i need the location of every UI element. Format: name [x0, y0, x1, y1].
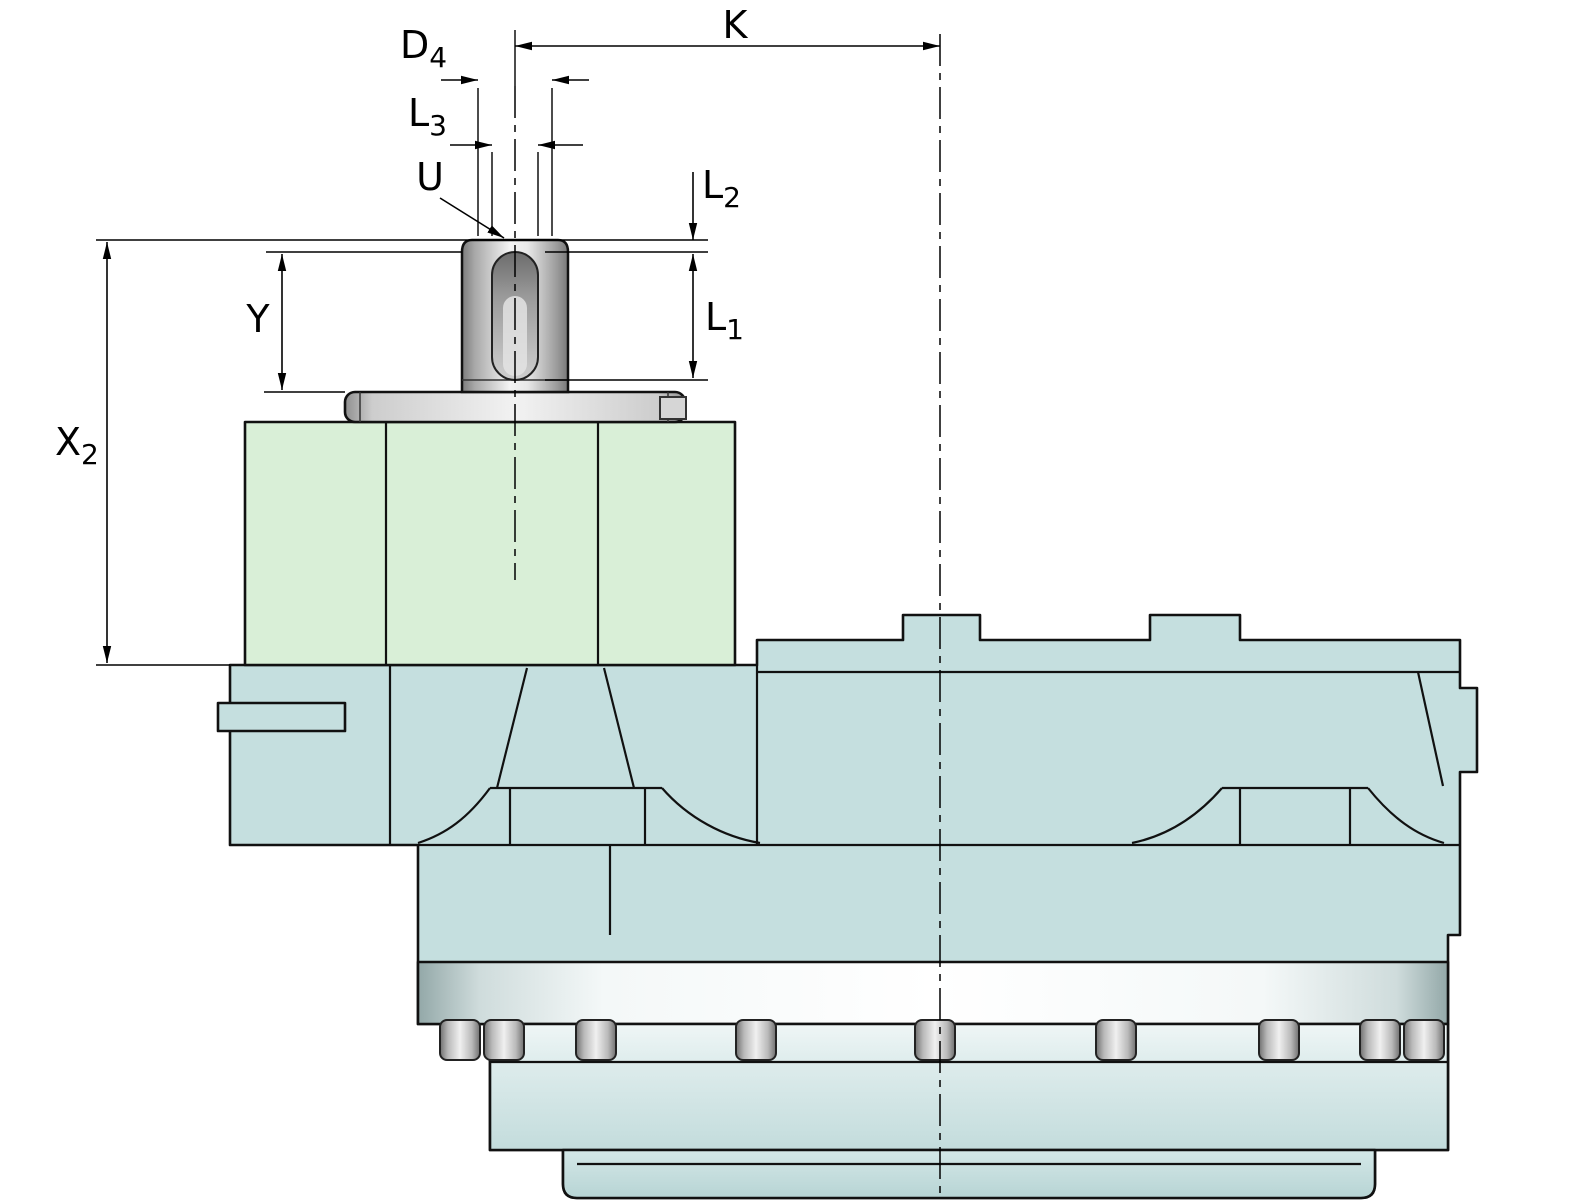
bolt	[1095, 1019, 1137, 1061]
bolt	[1258, 1019, 1300, 1061]
flange-bolts	[439, 1019, 1445, 1061]
dimension-k	[514, 30, 940, 86]
flange-notch	[659, 396, 687, 420]
motor-adapter	[243, 420, 737, 667]
dimension-labels: K D4 L3 U L2 L1 Y X2	[55, 3, 749, 471]
bolt	[483, 1019, 525, 1061]
gear-housing	[216, 613, 1479, 1200]
dimension-l3	[450, 140, 583, 236]
dim-label-y: Y	[245, 297, 270, 341]
bottom-cover	[561, 1148, 1377, 1200]
dim-label-k: K	[723, 3, 749, 47]
dim-label-l3: L3	[408, 91, 447, 142]
bolt	[1403, 1019, 1445, 1061]
bolt	[575, 1019, 617, 1061]
left-mounting-tab	[216, 701, 347, 733]
dim-label-x2: X2	[55, 420, 99, 471]
flange-ring	[416, 960, 1450, 1026]
housing-details	[388, 665, 1460, 1166]
bolt	[1359, 1019, 1401, 1061]
keyway-highlight	[503, 296, 527, 376]
motor-adapter-block	[243, 420, 737, 667]
dim-label-u: U	[416, 155, 444, 199]
dim-label-d4: D4	[400, 23, 447, 74]
bolt	[735, 1019, 777, 1061]
bolt	[439, 1019, 481, 1061]
extension-lines	[96, 239, 708, 666]
leader-u	[439, 197, 505, 239]
dim-label-l1: L1	[705, 295, 744, 346]
dimension-d4	[441, 75, 589, 236]
dim-label-l2: L2	[702, 163, 741, 214]
lower-housing	[488, 1022, 1450, 1152]
dimensions	[96, 30, 940, 666]
bolt	[914, 1019, 956, 1061]
